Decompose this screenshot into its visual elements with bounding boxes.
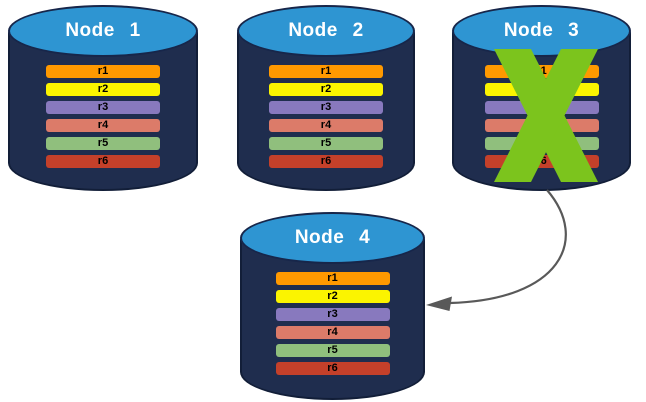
replica-row: r1 bbox=[46, 65, 160, 78]
replica-row: r3 bbox=[269, 101, 383, 114]
arrow-curve bbox=[449, 189, 567, 305]
replica-row: r5 bbox=[275, 344, 390, 357]
replica-row: r3 bbox=[46, 101, 160, 114]
replica-row: r2 bbox=[269, 83, 383, 96]
replica-row: r6 bbox=[46, 155, 160, 168]
replica-row: r2 bbox=[275, 290, 390, 303]
replica-row: r4 bbox=[269, 119, 383, 132]
cylinder-top bbox=[452, 5, 631, 57]
x-icon bbox=[494, 49, 598, 182]
replica-row: r4 bbox=[46, 119, 160, 132]
cylinder-top bbox=[237, 5, 415, 57]
cylinder-top bbox=[8, 5, 198, 57]
replica-row: r2 bbox=[46, 83, 160, 96]
replica-row: r5 bbox=[269, 137, 383, 150]
replica-row: r5 bbox=[46, 137, 160, 150]
database-node-1: Node 1 r1 r2 r3 r4 r5 r6 bbox=[8, 5, 198, 191]
replica-rows: r1 r2 r3 r4 r5 r6 bbox=[269, 65, 383, 168]
replica-row: r4 bbox=[275, 326, 390, 339]
database-node-3: Node 3 r1 r2 r3 r4 r5 r6 bbox=[452, 5, 631, 191]
node-label: Node 3 bbox=[503, 20, 580, 41]
node-label: Node 1 bbox=[65, 20, 141, 41]
replica-rows: r1 r2 r3 r4 r5 r6 bbox=[275, 272, 390, 375]
replica-row: r3 bbox=[275, 308, 390, 321]
cylinder-top bbox=[240, 212, 425, 264]
database-node-2: Node 2 r1 r2 r3 r4 r5 r6 bbox=[237, 5, 415, 191]
arrow-head-icon bbox=[426, 296, 452, 311]
node-label: Node 4 bbox=[294, 227, 371, 248]
replica-rows: r1 r2 r3 r4 r5 r6 bbox=[46, 65, 160, 168]
database-node-4: Node 4 r1 r2 r3 r4 r5 r6 bbox=[240, 212, 425, 400]
node-label: Node 2 bbox=[288, 20, 364, 41]
replica-row: r1 bbox=[275, 272, 390, 285]
replica-row: r6 bbox=[275, 362, 390, 375]
replica-row: r1 bbox=[269, 65, 383, 78]
replica-row: r6 bbox=[269, 155, 383, 168]
